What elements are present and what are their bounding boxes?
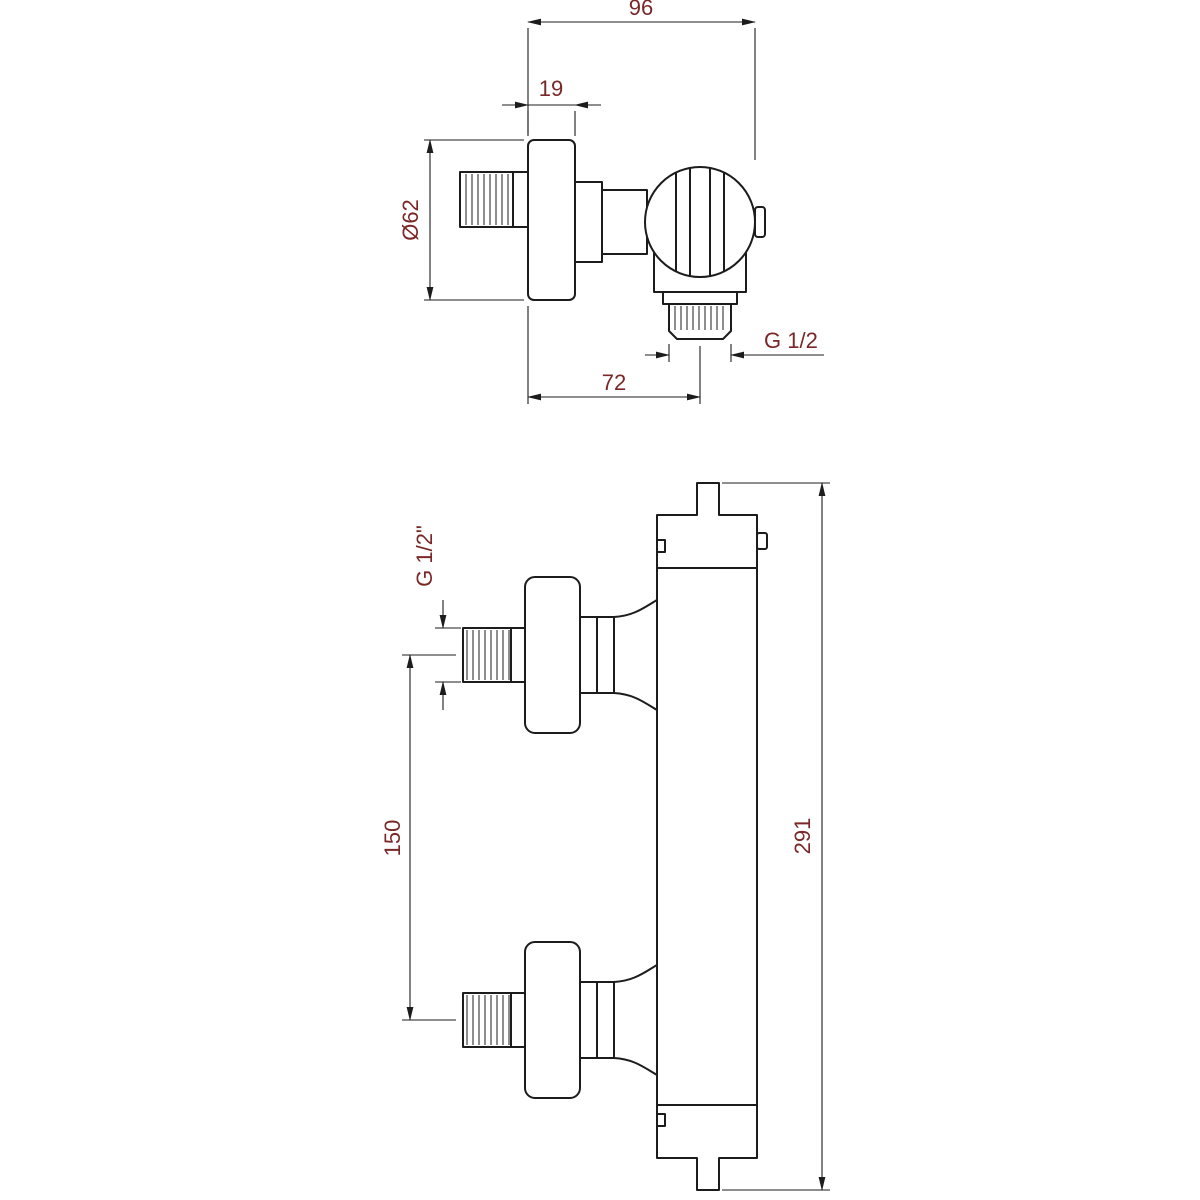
dim-inlet-spacing-label: 150 [380, 820, 405, 857]
extension-lines [424, 139, 524, 301]
inlet-flange-bottom [524, 941, 581, 1099]
outlet-collar [662, 291, 738, 305]
inlet-bell-bottom [613, 964, 658, 1076]
dim-inlet-spacing: 150 [380, 654, 456, 1021]
dim-total-depth-label: 96 [629, 0, 653, 20]
dim-inlet-thread: G 1/2" [412, 525, 461, 710]
front-view: G 1/2" 150 291 [380, 482, 830, 1191]
dim-outlet-thread-label: G 1/2 [764, 328, 818, 353]
inlet-pipe-top [462, 627, 526, 683]
outlet-thread [668, 303, 732, 340]
inlet-flange-top [524, 576, 581, 734]
dim-flange-thickness-label: 19 [539, 76, 563, 101]
bar-button [756, 532, 768, 550]
extension-lines [527, 111, 576, 136]
top-view-fixture [459, 139, 766, 340]
dim-inlet-thread-label: G 1/2" [412, 525, 437, 587]
inlet-pipe-bottom [462, 992, 526, 1048]
extension-lines [722, 482, 830, 1191]
dim-outlet-thread: G 1/2 [645, 328, 824, 362]
inlet-bell-top [613, 599, 658, 711]
dim-outlet-offset-label: 72 [602, 370, 626, 395]
extension-lines [435, 627, 461, 683]
front-view-fixture [462, 482, 768, 1191]
dim-total-height: 291 [722, 482, 830, 1191]
valve-knob [644, 166, 756, 278]
top-view: 96 19 Ø62 G 1/2 72 [398, 0, 824, 404]
inlet-pipe-bottom-hatch [466, 995, 510, 1045]
dim-flange-diameter: Ø62 [398, 139, 524, 301]
wall-flange-side [527, 139, 576, 301]
inlet-pipe-side [459, 171, 529, 228]
bar-screw-top [656, 539, 666, 553]
valve-neck-outer [574, 181, 603, 263]
valve-neck-inner [601, 189, 648, 255]
dim-flange-thickness: 19 [502, 76, 601, 136]
dim-flange-diameter-label: Ø62 [398, 199, 423, 241]
outlet-thread-hatch [674, 306, 724, 330]
dim-outlet-offset: 72 [527, 306, 701, 404]
bar-screw-bottom [656, 1113, 666, 1127]
dim-total-height-label: 291 [790, 818, 815, 855]
stop-button [754, 206, 766, 238]
inlet-pipe-top-hatch [466, 630, 510, 680]
mixer-bar [656, 482, 758, 1191]
inlet-pipe-side-hatch [465, 174, 509, 225]
knob-grip-lines [675, 167, 725, 277]
